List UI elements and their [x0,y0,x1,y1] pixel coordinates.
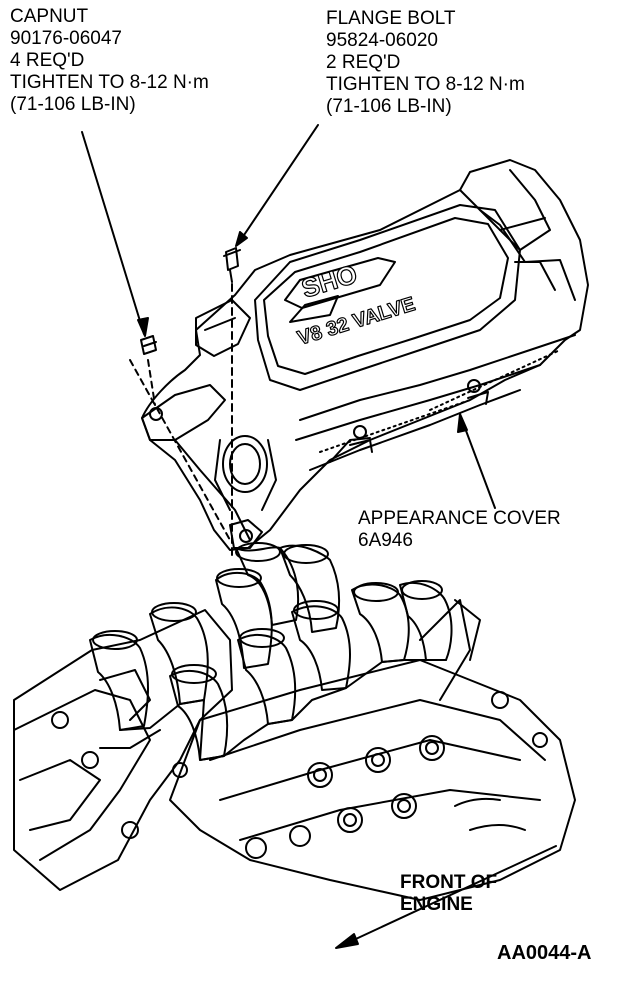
capnut-quantity: 4 REQ'D [10,50,85,71]
capnut-drawing [140,335,157,355]
capnut-name: CAPNUT [10,6,89,27]
capnut-callout: CAPNUT 90176-06047 4 REQ'D TIGHTEN TO 8-… [10,6,209,116]
front-of-engine-arrow-line [344,845,557,945]
flange-bolt-callout: FLANGE BOLT 95824-06020 2 REQ'D TIGHTEN … [326,8,525,118]
figure-id: AA0044-A [497,942,592,964]
appearance-cover-arrowhead [457,413,468,433]
capnut-to-stud-line [129,359,231,541]
front-of-engine-line1: FRONT OF [400,872,498,893]
appearance-cover-leader-line [461,419,496,509]
capnut-arrowhead [137,317,149,337]
flange-bolt-name: FLANGE BOLT [326,8,456,29]
appearance-cover-name: APPEARANCE COVER [358,508,561,529]
capnut-leader-line [81,131,145,335]
intake-runners [89,542,453,761]
leader-lines [81,124,557,949]
cover-badge-text: SHO [298,259,361,304]
appearance-cover-drawing [141,159,589,551]
appearance-cover-part-number: 6A946 [358,530,413,551]
flange-bolt-arrowhead [235,231,248,247]
front-of-engine-label: FRONT OF ENGINE [400,872,497,916]
capnut-center-line [147,359,156,406]
flange-bolt-drawing [223,247,241,283]
appearance-cover-callout: APPEARANCE COVER 6A946 [358,508,561,552]
front-of-engine-line2: ENGINE [400,894,473,915]
capnut-torque-imperial: (71-106 LB-IN) [10,94,136,115]
capnut-torque: TIGHTEN TO 8-12 N·m [10,72,209,93]
flange-bolt-part-number: 95824-06020 [326,30,438,51]
flange-bolt-quantity: 2 REQ'D [326,52,401,73]
capnut-part-number: 90176-06047 [10,28,122,49]
flange-bolt-torque-imperial: (71-106 LB-IN) [326,96,452,117]
flange-bolt-torque: TIGHTEN TO 8-12 N·m [326,74,525,95]
front-of-engine-arrowhead [335,933,359,949]
engine-block [13,599,576,901]
flange-bolt-leader-line [237,124,319,245]
